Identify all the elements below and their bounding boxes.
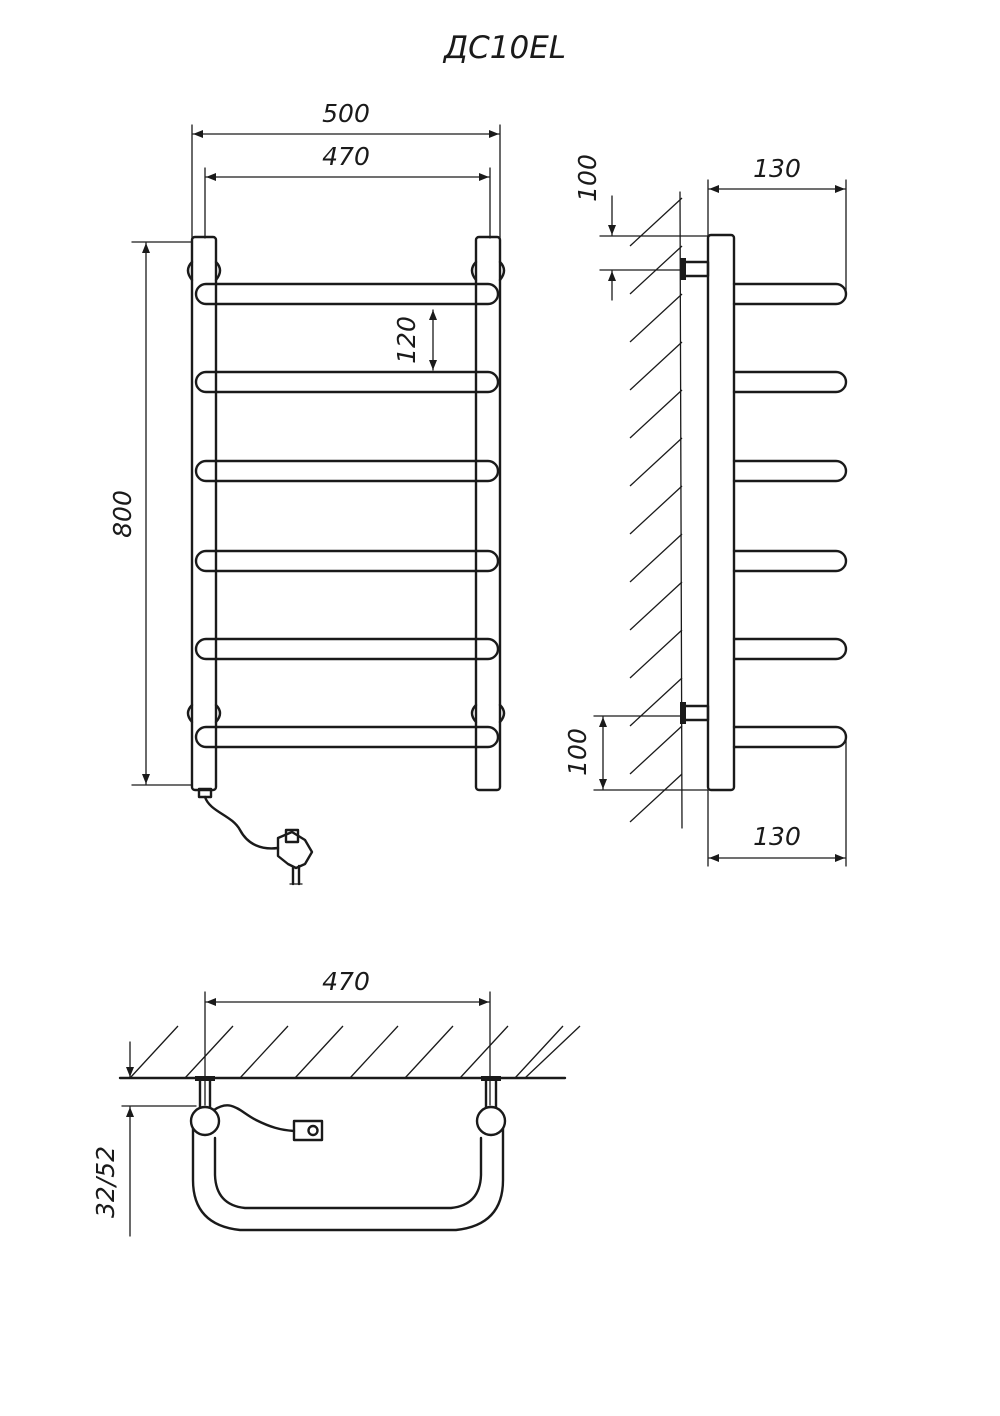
- rung: [194, 549, 500, 573]
- rung: [194, 282, 500, 306]
- mount-flange-right: [481, 1076, 501, 1081]
- power-cord: [197, 787, 314, 886]
- dim-height-label: 800: [108, 490, 137, 538]
- side-rung: [732, 549, 848, 573]
- left-bracket-bottom: [186, 703, 194, 724]
- dim-wall-gap-label: 32/52: [91, 1146, 120, 1218]
- right-bracket-bottom-r: [498, 703, 506, 724]
- left-upright: [190, 235, 218, 792]
- dim-axis-width-label: 470: [322, 142, 370, 171]
- dim-top-axis-width-label: 470: [322, 967, 370, 996]
- side-rung: [732, 459, 848, 483]
- right-upright: [474, 235, 502, 792]
- u-rung-inner: [213, 1136, 483, 1210]
- right-bracket-bottom: [470, 703, 478, 724]
- top-cord: [212, 1104, 296, 1133]
- drawing-title: ДС10EL: [442, 30, 566, 66]
- side-view: 130 130 100 100: [563, 154, 848, 867]
- upright-circle-left: [189, 1105, 221, 1137]
- dim-mount-bottom-label: 100: [563, 728, 592, 776]
- rung: [194, 459, 500, 483]
- dim-depth-top: 130: [707, 154, 847, 293]
- mount-bolt-bottom: [680, 702, 686, 724]
- dim-mount-top-label: 100: [573, 154, 602, 202]
- rung: [194, 637, 500, 661]
- mount-plate-bottom: [682, 704, 710, 722]
- side-rung: [732, 370, 848, 394]
- dim-depth-bottom: 130: [707, 739, 847, 867]
- dim-depth-top-label: 130: [753, 154, 801, 183]
- wall-hatching: [629, 191, 683, 829]
- right-bracket-top: [470, 260, 478, 282]
- mount-post-right: [484, 1076, 498, 1110]
- side-rung: [732, 725, 848, 749]
- dim-wall-gap: 32/52: [91, 1041, 197, 1237]
- dim-top-axis-width: 470: [204, 967, 491, 1106]
- front-view: 500 470 800 120: [108, 99, 506, 886]
- dim-axis-width: 470: [204, 142, 491, 239]
- dim-overall-width: 500: [191, 99, 501, 239]
- dim-mount-top: 100: [573, 154, 709, 301]
- rung: [194, 370, 500, 394]
- dim-overall-width-label: 500: [322, 99, 370, 128]
- socket-box-icon: [292, 1119, 324, 1142]
- plug-icon: [276, 830, 314, 870]
- upright-circle-right: [475, 1105, 507, 1137]
- right-bracket-top-r: [498, 260, 506, 282]
- wall-hatching-top: [129, 1025, 581, 1079]
- side-rung: [732, 282, 848, 306]
- dim-rung-step: 120: [392, 309, 437, 371]
- u-rung-outer: [191, 1120, 505, 1232]
- dim-rung-step-label: 120: [392, 316, 421, 364]
- mount-flange-left: [195, 1076, 215, 1081]
- rung: [194, 725, 500, 749]
- left-bracket-top-r: [214, 260, 222, 282]
- dim-height: 800: [108, 241, 193, 786]
- mount-bolt-top: [680, 258, 686, 280]
- mount-plate-top: [682, 260, 710, 278]
- left-bracket-bottom-r: [214, 703, 222, 724]
- socket-box-dot: [307, 1124, 319, 1137]
- dim-depth-bottom-label: 130: [753, 822, 801, 851]
- side-rung: [732, 637, 848, 661]
- left-bracket-top: [186, 260, 194, 282]
- side-upright: [706, 233, 736, 792]
- dim-mount-bottom: 100: [563, 715, 709, 791]
- top-view: 470 32/52: [91, 967, 581, 1237]
